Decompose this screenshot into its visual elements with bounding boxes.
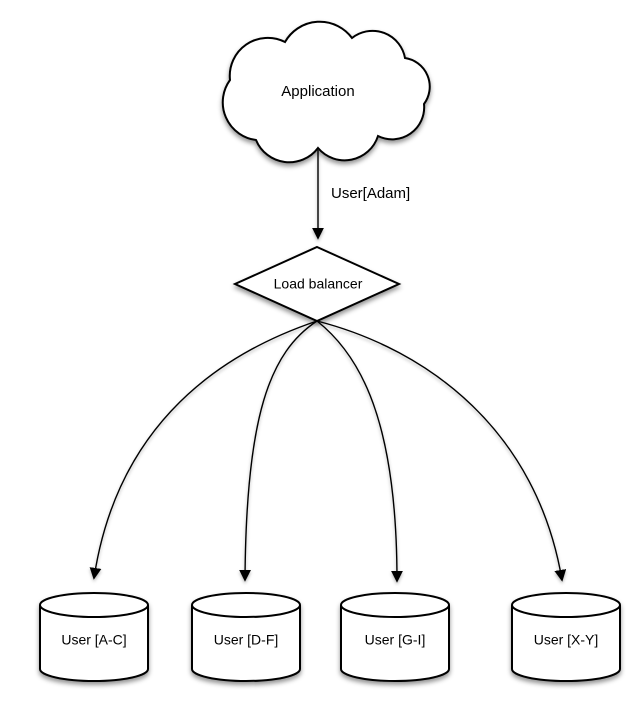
application-cloud-shape [221,20,431,164]
db-user-a-c-label: User [A-C] [61,631,127,648]
db-user-g-i-label: User [G-I] [364,631,426,648]
database-cylinder-user-x-y [511,592,621,682]
edge-load-balancer-to-user-a-c [89,320,318,580]
db-user-x-y-label: User [X-Y] [533,631,599,648]
load-balancer-diamond-shape [232,245,402,323]
edge-load-balancer-to-user-g-i [316,320,403,583]
edge-user-adam-label: User[Adam] [331,185,411,202]
database-cylinder-user-a-c [39,592,149,682]
edge-load-balancer-to-user-x-y [316,320,567,582]
database-cylinder-user-g-i [340,592,450,682]
db-user-d-f-label: User [D-F] [213,631,279,648]
edge-load-balancer-to-user-d-f [239,320,318,582]
database-cylinder-user-d-f [191,592,301,682]
application-label: Application [281,82,355,100]
load-balancer-label: Load balancer [273,275,363,292]
